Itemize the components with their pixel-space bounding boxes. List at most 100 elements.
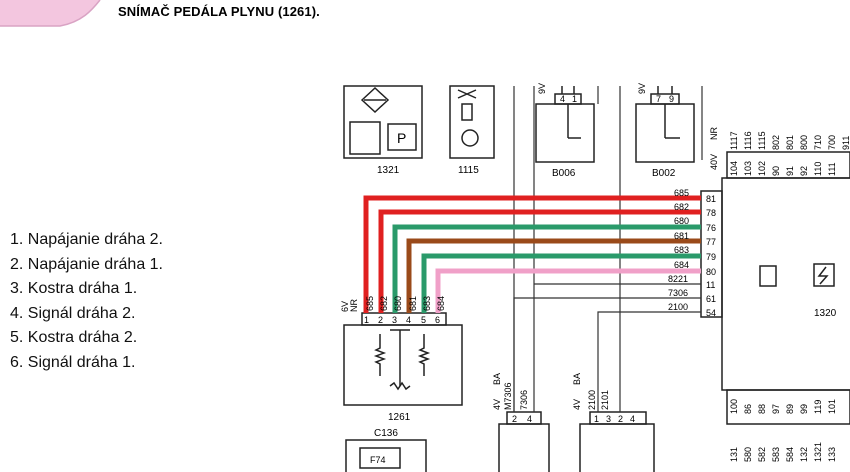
label-fuse: F74 — [370, 455, 386, 465]
ecu-bottom-wire: 582 — [757, 447, 767, 462]
pin-1261-2: 2 — [378, 315, 383, 325]
ecu-pin-label: 11 — [706, 280, 715, 290]
conn-left-wire: M7306 — [503, 382, 513, 410]
ecu-wire-label: 684 — [674, 260, 689, 270]
b006-pin: 1 — [572, 94, 577, 104]
lightning-icon — [813, 263, 835, 287]
wire-label: 684 — [436, 296, 446, 311]
ecu-pin-label: 76 — [706, 223, 716, 233]
b002-wire: 9V — [637, 83, 647, 94]
ecu-top-pin: 91 — [785, 166, 795, 176]
ecu-top-pin: 102 — [757, 161, 767, 176]
pin-1261-4: 4 — [406, 315, 411, 325]
b002-pin: 9 — [669, 94, 674, 104]
label-parking: P — [397, 130, 406, 146]
component-1115-box — [449, 85, 495, 159]
conn-left-pin: 4 — [527, 414, 532, 424]
b006-pin: 4 — [560, 94, 565, 104]
b006-wire: 9V — [537, 83, 547, 94]
wire-7306 — [513, 297, 701, 412]
pin-1261-5: 5 — [421, 315, 426, 325]
ecu-top-wire: 802 — [771, 135, 781, 150]
ecu-bottom-wire: 133 — [827, 447, 837, 462]
ecu-wire-label: 683 — [674, 245, 689, 255]
conn-1261-label-b: NR — [349, 299, 359, 312]
ecu-top-pin: 104 — [729, 161, 739, 176]
component-1321-box — [343, 85, 423, 159]
label-b006: B006 — [552, 168, 576, 179]
connector-right — [579, 423, 655, 472]
wire-label: 680 — [393, 296, 403, 311]
legend-item: 5. Kostra dráha 2. — [10, 329, 138, 346]
ecu-wire-label: 681 — [674, 231, 689, 241]
conn-right-wire: 2100 — [587, 390, 597, 410]
ecu-bottom-pin: 89 — [785, 404, 795, 414]
label-b002: B002 — [652, 168, 676, 179]
ecu-bottom-pin: 88 — [757, 404, 767, 414]
ecu-bottom-wire: 1321 — [813, 442, 823, 462]
ecu-top-pin: 90 — [771, 166, 781, 176]
ecu-bottom-wire: 131 — [729, 447, 739, 462]
wire-681 — [406, 238, 701, 313]
ecu-top-pin: 110 — [813, 162, 823, 176]
conn-left-label-b: BA — [492, 373, 502, 385]
label-c136: C136 — [374, 428, 398, 439]
wire-label: 683 — [422, 296, 432, 311]
label-1321: 1321 — [377, 165, 400, 176]
ecu-top-pin: 103 — [743, 161, 753, 176]
ecu-bottom-wire: 584 — [785, 447, 795, 462]
ecu-top-wire: 1117 — [729, 131, 739, 150]
ecu-wire-label: 2100 — [668, 302, 688, 312]
ecu-wire-label: 682 — [674, 202, 689, 212]
relay-icon — [457, 89, 477, 99]
ecu-top-pin: 92 — [799, 166, 809, 176]
conn-right-pin: 4 — [630, 414, 635, 424]
legend-item: 3. Kostra dráha 1. — [10, 280, 138, 297]
ecu-top-wire: 800 — [799, 135, 809, 150]
connector-1261 — [361, 312, 447, 326]
component-b006-box — [535, 103, 595, 163]
ecu-pin-label: 78 — [706, 208, 716, 218]
wire-label: 685 — [365, 296, 375, 311]
speed-sensor-icon — [461, 129, 479, 147]
ecu-bottom-wire: 132 — [799, 447, 809, 462]
ecu-bottom-pin: 86 — [743, 404, 753, 414]
ecu-bottom-wire: 580 — [743, 447, 753, 462]
conn-left-pin: 2 — [512, 414, 517, 424]
pin-1261-1: 1 — [364, 315, 369, 325]
legend-item: 1. Napájanie dráha 2. — [10, 231, 163, 248]
conn-right-wire: 2101 — [600, 390, 610, 410]
pin-1261-6: 6 — [435, 315, 440, 325]
wire-680 — [392, 224, 701, 313]
conn-right-pin: 2 — [618, 414, 623, 424]
ecu-top-wire: 801 — [785, 135, 795, 150]
ecu-bottom-pin: 99 — [799, 404, 809, 414]
ecu-top-wire: 911 — [841, 136, 850, 150]
label-1115: 1115 — [458, 165, 479, 176]
parking-symbol-icon — [387, 123, 417, 151]
ecu-conn-label-a: 40V — [709, 154, 719, 170]
conn-right-pin: 3 — [606, 414, 611, 424]
ecu-pin-label: 81 — [706, 194, 716, 204]
wire-2100 — [597, 311, 701, 412]
wire-label: 681 — [408, 296, 418, 311]
ecu-pin-label: 54 — [706, 308, 716, 318]
legend-item: 6. Signál dráha 1. — [10, 353, 136, 371]
ecu-top-wire: 1115 — [757, 131, 767, 150]
ecu-1320-box — [721, 177, 850, 391]
ecu-wire-label: 7306 — [668, 288, 688, 298]
bridge-rectifier-icon — [360, 86, 390, 114]
header-tab — [0, 0, 101, 27]
ecu-top-wire: 700 — [827, 135, 837, 150]
legend-item: 2. Napájanie dráha 1. — [10, 255, 163, 273]
ecu-pin-label: 77 — [706, 237, 716, 247]
ecu-pin-label: 79 — [706, 252, 716, 262]
conn-right-label-a: 4V — [572, 399, 582, 410]
conn-right-pin: 1 — [594, 414, 599, 424]
ecu-bottom-pin: 101 — [827, 399, 837, 414]
wire-685 — [363, 195, 701, 313]
fuel-pump-icon — [349, 121, 381, 155]
chip-icon — [759, 265, 777, 287]
ecu-top-pin: 111 — [827, 162, 837, 176]
